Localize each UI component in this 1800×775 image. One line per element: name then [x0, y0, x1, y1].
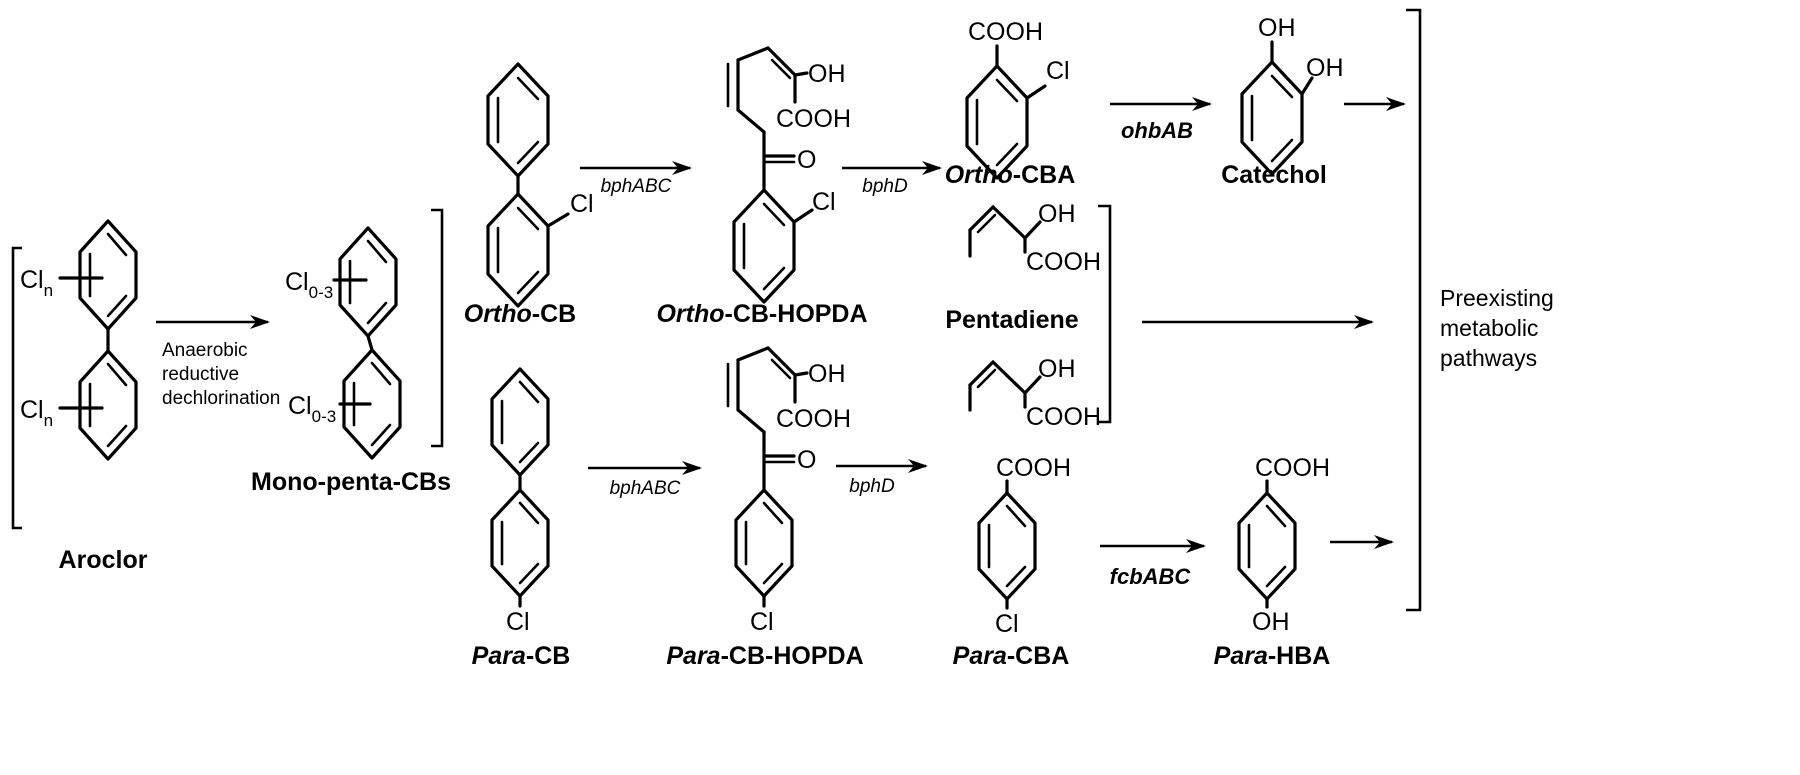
mono-penta-cbs-structure: Cl0-3 Cl0-3 — [285, 208, 444, 460]
para-hopda-o: O — [797, 446, 816, 474]
ortho-cb-structure: Cl — [486, 62, 594, 308]
pentadiene-label: Pentadiene — [945, 306, 1078, 334]
aroclor-cln-lower: Cln — [20, 396, 53, 430]
aroclor-lower-ring — [78, 349, 138, 461]
para-hopda-cooh: COOH — [776, 405, 851, 433]
ortho-hopda-cl: Cl — [812, 188, 836, 216]
ortho-cba-cooh: COOH — [968, 18, 1043, 46]
para-cb-lower-ring — [490, 488, 550, 598]
ohbab-label: ohbAB — [1121, 118, 1193, 143]
anaerobic-label-2: reductive — [162, 364, 239, 385]
catechol-oh-2: OH — [1306, 54, 1344, 82]
pentadiene-upper-cooh: COOH — [1026, 248, 1101, 276]
ortho-cba-label: Ortho-CBA — [945, 161, 1076, 189]
mono-penta-cl-upper: Cl0-3 — [285, 268, 333, 302]
para-bphd-label: bphD — [849, 476, 895, 497]
ortho-bphabc-label: bphABC — [601, 176, 672, 197]
para-cba-cooh: COOH — [996, 454, 1071, 482]
pathways-label-3: pathways — [1440, 345, 1537, 371]
mono-penta-upper-ring — [338, 226, 398, 338]
mono-penta-cbs-label: Mono-penta-CBs — [251, 468, 451, 496]
ortho-cb-cl: Cl — [570, 190, 594, 218]
anaerobic-label-1: Anaerobic — [162, 340, 248, 361]
pathways-label-2: metabolic — [1440, 315, 1538, 341]
para-hba-ring — [1237, 491, 1297, 601]
catechol-oh-1: OH — [1258, 14, 1296, 42]
aroclor-left-bracket — [11, 246, 22, 530]
para-cb-label: Para-CB — [472, 642, 571, 670]
ortho-hopda-cooh: COOH — [776, 105, 851, 133]
pentadiene-lower-oh: OH — [1038, 355, 1076, 383]
para-cba-ring — [977, 491, 1037, 601]
pentadiene-bracket — [1098, 204, 1112, 424]
anaerobic-label-3: dechlorination — [162, 388, 280, 409]
aroclor-label: Aroclor — [59, 546, 148, 574]
para-cba-label: Para-CBA — [953, 642, 1070, 670]
para-hopda-label: Para-CB-HOPDA — [666, 642, 863, 670]
ortho-hopda-oh: OH — [808, 60, 846, 88]
catechol-structure: OH OH — [1240, 14, 1344, 176]
para-cb-cl: Cl — [506, 608, 530, 636]
para-cb-structure: Cl — [490, 367, 550, 636]
ortho-hopda-o: O — [797, 146, 816, 174]
aroclor-upper-ring — [78, 219, 138, 331]
pentadiene-lower-cooh: COOH — [1026, 403, 1101, 431]
para-cba-structure: COOH Cl — [977, 454, 1071, 638]
pathways-label-1: Preexisting — [1440, 285, 1554, 311]
ortho-hopda-structure: OH COOH O Cl — [726, 46, 851, 304]
para-hopda-structure: OH COOH O Cl — [726, 346, 851, 636]
para-cba-cl: Cl — [995, 610, 1019, 638]
pentadiene-upper-oh: OH — [1038, 200, 1076, 228]
fcbabc-label: fcbABC — [1110, 564, 1192, 589]
pentadiene-structure-upper: OH COOH — [968, 200, 1101, 276]
ortho-cba-cl: Cl — [1046, 57, 1070, 85]
para-hba-oh: OH — [1252, 608, 1290, 636]
mono-penta-cl-lower: Cl0-3 — [288, 392, 336, 426]
catechol-label: Catechol — [1221, 161, 1327, 189]
para-hopda-oh: OH — [808, 360, 846, 388]
ortho-bphd-label: bphD — [862, 176, 908, 197]
pathways-bracket — [1406, 8, 1422, 612]
ortho-hopda-label: Ortho-CB-HOPDA — [656, 300, 867, 328]
para-hba-structure: COOH OH — [1237, 454, 1330, 636]
para-hba-cooh: COOH — [1255, 454, 1330, 482]
mono-penta-lower-ring — [342, 348, 402, 460]
para-cb-upper-ring — [490, 367, 550, 477]
ortho-cb-label: Ortho-CB — [464, 300, 576, 328]
para-hopda-ring — [734, 488, 794, 598]
aroclor-cln-upper: Cln — [20, 266, 53, 300]
pentadiene-structure-lower: OH COOH — [968, 355, 1101, 431]
para-hba-label: Para-HBA — [1214, 642, 1331, 670]
para-bphabc-label: bphABC — [610, 478, 681, 499]
para-hopda-cl: Cl — [750, 608, 774, 636]
aroclor-structure: Cln Cln — [11, 219, 138, 530]
mono-penta-right-bracket — [431, 208, 444, 448]
ortho-cba-structure: COOH Cl — [965, 18, 1070, 180]
